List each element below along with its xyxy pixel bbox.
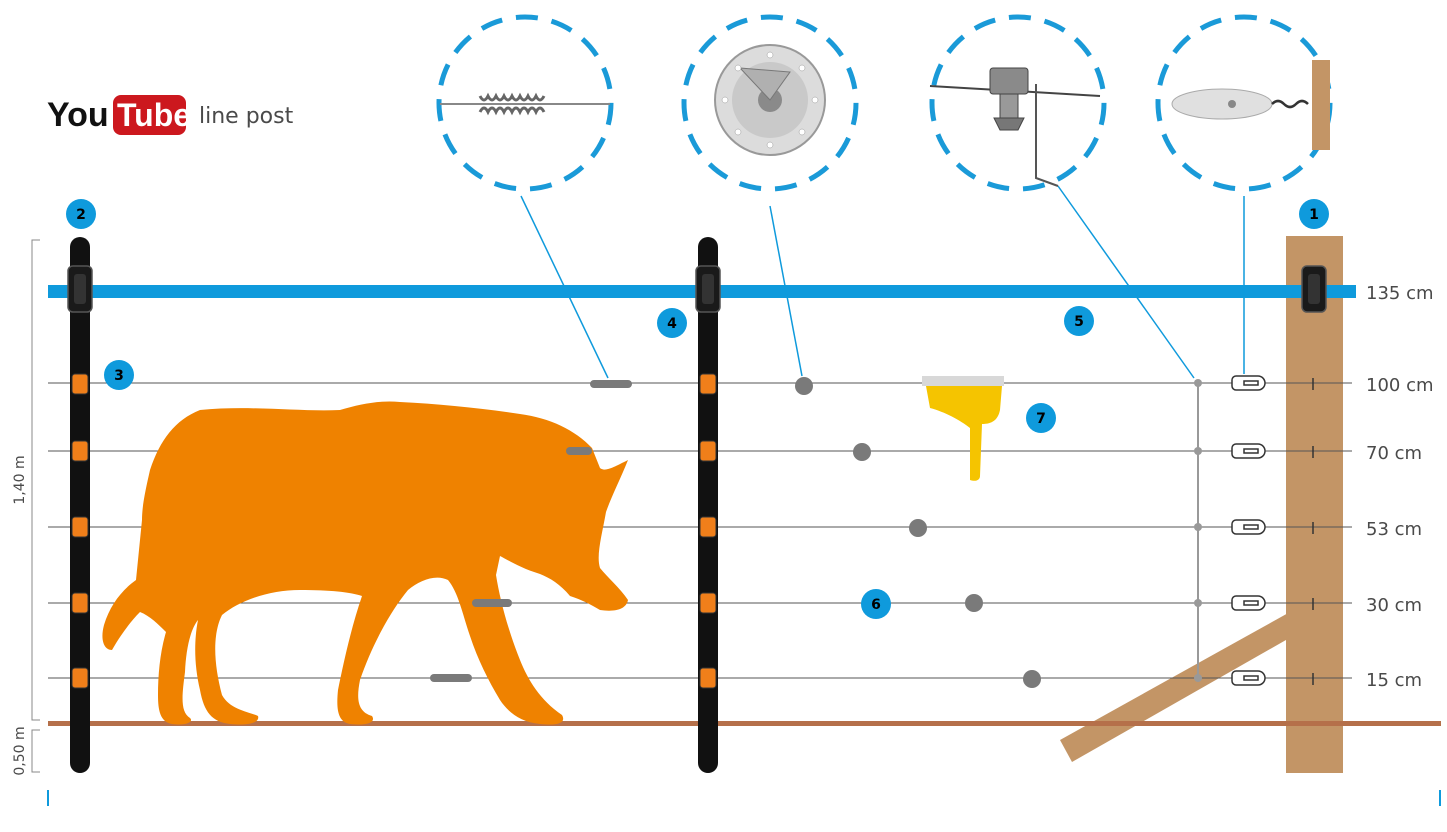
- tensioner-bar: [590, 380, 632, 388]
- height-label-70: 70 cm: [1366, 443, 1422, 464]
- dimension-label-below: 0,50 m: [12, 726, 28, 775]
- height-label-135: 135 cm: [1366, 283, 1434, 304]
- badge-1: 1: [1299, 199, 1329, 229]
- warning-sign: [922, 376, 1004, 481]
- badge-6: 6: [861, 589, 891, 619]
- dimension-bracket-below: [31, 729, 40, 773]
- wire-tensioners: [430, 380, 632, 682]
- badge-3: 3: [104, 360, 134, 390]
- svg-text:5: 5: [1074, 314, 1084, 330]
- callout-connector[interactable]: [929, 14, 1107, 192]
- line-post-middle: [698, 237, 718, 773]
- tensioner-bar: [472, 599, 512, 607]
- corner-insulator-icon: [1171, 60, 1330, 150]
- dimension-label-above: 1,40 m: [12, 455, 28, 504]
- wooden-corner-post: [1286, 236, 1343, 773]
- wolf-silhouette: [102, 401, 628, 725]
- svg-text:7: 7: [1036, 411, 1046, 427]
- youtube-logo-you: You: [47, 96, 109, 134]
- svg-text:4: 4: [667, 316, 677, 332]
- callout-reel[interactable]: [681, 14, 859, 192]
- svg-text:2: 2: [76, 207, 86, 223]
- youtube-logo-box: [113, 95, 186, 135]
- height-label-15: 15 cm: [1366, 670, 1422, 691]
- dimension-bracket-above: [31, 239, 40, 721]
- youtube-logo[interactable]: You Tube: [47, 95, 191, 135]
- wire-reel-icon: [714, 44, 826, 156]
- svg-text:1: 1: [1309, 207, 1319, 223]
- wooden-brace: [1060, 612, 1300, 762]
- badge-2: 2: [66, 199, 96, 229]
- badge-5: 5: [1064, 306, 1094, 336]
- svg-text:3: 3: [114, 368, 124, 384]
- reel-marker: [795, 377, 813, 395]
- callout-lines: [520, 185, 1245, 379]
- line-post-caption: line post: [199, 104, 294, 129]
- corner-insulators: [1231, 375, 1266, 686]
- svg-text:6: 6: [871, 597, 881, 613]
- reel-marker: [909, 519, 927, 537]
- tensioner-bar: [566, 447, 592, 455]
- callout-corner-insulator[interactable]: [1155, 14, 1333, 192]
- reel-marker: [853, 443, 871, 461]
- badge-4: 4: [657, 308, 687, 338]
- wire-connector-clamp-icon: [929, 67, 1101, 187]
- reel-marker: [1023, 670, 1041, 688]
- height-label-100: 100 cm: [1366, 375, 1434, 396]
- tape-insulators: [67, 265, 1327, 313]
- callout-tensioner[interactable]: [436, 14, 614, 192]
- youtube-logo-tube: Tube: [117, 97, 191, 133]
- height-label-53: 53 cm: [1366, 519, 1422, 540]
- wire-insulators: [71, 373, 717, 689]
- wire-reel-markers: [795, 377, 1041, 688]
- height-labels: 135 cm 100 cm 70 cm 53 cm 30 cm 15 cm: [1366, 283, 1434, 691]
- tensioner-spring-icon: [440, 92, 610, 116]
- tensioner-bar: [430, 674, 472, 682]
- height-label-30: 30 cm: [1366, 595, 1422, 616]
- ground-line: [48, 721, 1441, 726]
- badge-7: 7: [1026, 403, 1056, 433]
- line-post-left: [70, 237, 90, 773]
- reel-marker: [965, 594, 983, 612]
- connector-nodes: [1194, 379, 1202, 682]
